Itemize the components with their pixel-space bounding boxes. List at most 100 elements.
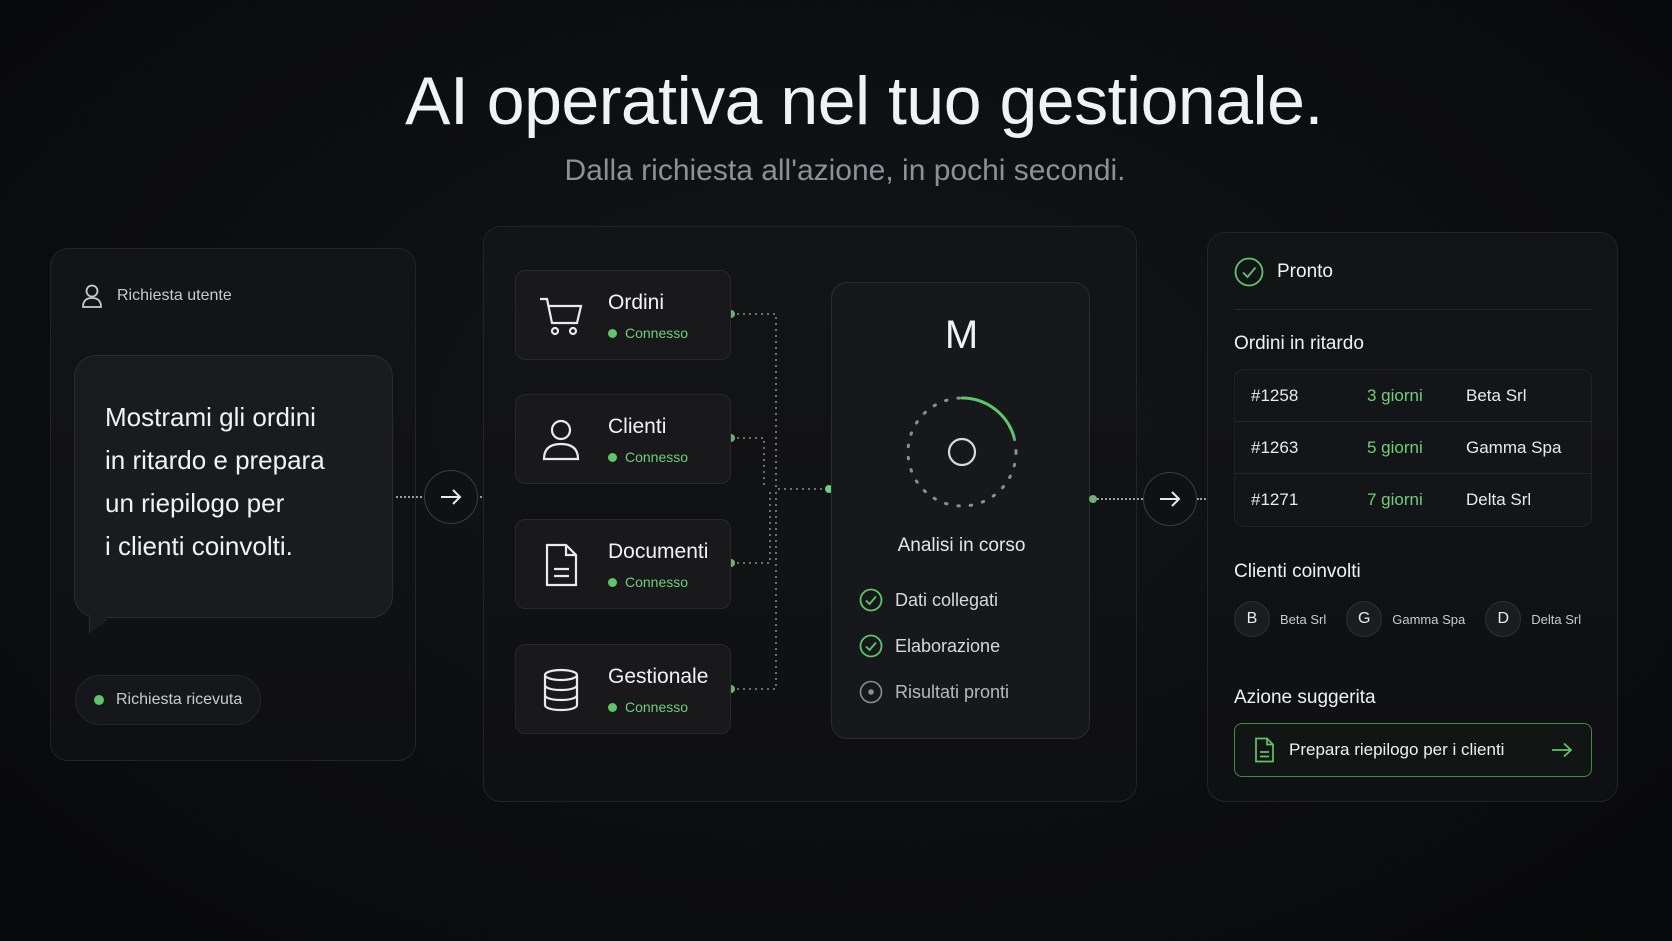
late-orders-table: #1258 3 giorni Beta Srl #1263 5 giorni G… — [1234, 369, 1592, 527]
avatar: G — [1346, 601, 1383, 637]
clients-title: Clienti coinvolti — [1234, 561, 1361, 582]
result-panel: Pronto Ordini in ritardo #1258 3 giorni … — [1207, 232, 1618, 802]
order-client: Beta Srl — [1466, 385, 1527, 405]
document-icon — [1255, 737, 1274, 763]
message-line: in ritardo e prepara — [105, 445, 325, 475]
page-title: AI operativa nel tuo gestionale. — [405, 63, 1323, 139]
link-dot — [727, 310, 735, 318]
link-dot — [727, 685, 735, 693]
message-line: Mostrami gli ordini — [105, 402, 316, 432]
order-client: Gamma Spa — [1466, 437, 1562, 457]
source-card-ordini[interactable]: Ordini Connesso — [515, 270, 731, 360]
client-name: Gamma Spa — [1392, 611, 1466, 627]
step-item: Dati collegati — [859, 588, 998, 612]
next-step-button[interactable] — [1143, 472, 1197, 526]
status-badge: Richiesta ricevuta — [75, 675, 262, 725]
step-item: Elaborazione — [859, 634, 1000, 658]
prepare-summary-button[interactable]: Prepara riepilogo per i clienti — [1234, 723, 1592, 777]
source-status-label: Connesso — [625, 574, 689, 590]
source-status-label: Connesso — [625, 325, 689, 341]
order-client: Delta Srl — [1466, 490, 1532, 509]
loading-spinner-icon — [906, 396, 1018, 508]
source-name: Gestionale — [608, 665, 709, 688]
status-dot-icon — [608, 702, 617, 712]
ai-engine-card: M Analisi in corso Dati collegati Elabor… — [831, 282, 1090, 739]
check-circle-icon — [859, 588, 883, 612]
order-id: #1263 — [1251, 437, 1299, 457]
status-dot-icon — [94, 695, 104, 705]
source-card-clienti[interactable]: Clienti Connesso — [515, 394, 731, 484]
check-circle-icon — [1234, 257, 1264, 287]
source-name: Ordini — [608, 291, 665, 314]
link-dot — [825, 485, 833, 493]
status-dot-icon — [608, 577, 617, 587]
message-line: un riepilogo per — [105, 488, 285, 518]
arrow-right-icon — [1552, 742, 1573, 758]
message-line: i clienti coinvolti. — [105, 531, 293, 561]
source-status-label: Connesso — [625, 449, 689, 465]
source-status-label: Connesso — [625, 699, 689, 715]
check-circle-icon — [859, 634, 883, 658]
order-delay: 5 giorni — [1367, 437, 1423, 457]
connector-line — [1097, 498, 1143, 500]
user-icon — [542, 419, 580, 461]
client-chip[interactable]: G Gamma Spa — [1346, 601, 1465, 637]
link-dot — [727, 559, 735, 567]
source-status: Connesso — [608, 699, 688, 715]
link-dot — [1089, 495, 1097, 503]
order-id: #1258 — [1251, 385, 1299, 405]
request-header: Richiesta utente — [81, 283, 232, 309]
orders-title: Ordini in ritardo — [1234, 333, 1364, 354]
request-panel: Richiesta utente Mostrami gli ordini in … — [50, 248, 416, 761]
ready-indicator: Pronto — [1234, 257, 1333, 287]
status-dot-icon — [608, 452, 617, 462]
user-icon — [82, 284, 102, 308]
step-label: Dati collegati — [895, 589, 999, 610]
source-name: Documenti — [608, 540, 709, 563]
clients-list: B Beta Srl G Gamma Spa D Delta Srl — [1234, 601, 1581, 637]
page-subtitle: Dalla richiesta all'azione, in pochi sec… — [564, 154, 1126, 187]
status-badge-label: Richiesta ricevuta — [116, 691, 243, 708]
step-item: Risultati pronti — [859, 680, 1009, 704]
step-label: Elaborazione — [895, 635, 1001, 656]
database-icon — [543, 668, 579, 712]
client-chip[interactable]: D Delta Srl — [1485, 601, 1581, 637]
action-title: Azione suggerita — [1234, 687, 1376, 708]
table-row[interactable]: #1263 5 giorni Gamma Spa — [1235, 422, 1591, 474]
status-dot-icon — [608, 328, 617, 338]
link-dot — [727, 434, 735, 442]
arrow-right-icon — [441, 489, 462, 505]
document-icon — [545, 543, 578, 587]
step-label: Risultati pronti — [895, 681, 1010, 702]
engine-status: Analisi in corso — [897, 535, 1026, 556]
divider — [1234, 309, 1591, 310]
arrow-right-icon — [1160, 491, 1181, 507]
source-status: Connesso — [608, 449, 688, 465]
client-name: Beta Srl — [1280, 611, 1327, 627]
client-chip[interactable]: B Beta Srl — [1234, 601, 1326, 637]
avatar: B — [1234, 601, 1270, 637]
engine-logo: M — [944, 313, 979, 357]
table-row[interactable]: #1271 7 giorni Delta Srl — [1235, 474, 1591, 526]
client-name: Delta Srl — [1531, 611, 1582, 627]
next-step-button[interactable] — [424, 470, 478, 524]
ready-label: Pronto — [1277, 261, 1333, 282]
source-connectors — [731, 313, 829, 690]
order-delay: 7 giorni — [1367, 490, 1423, 509]
integration-panel: Ordini Connesso Clienti Connesso Documen… — [483, 226, 1137, 802]
source-card-gestionale[interactable]: Gestionale Connesso — [515, 644, 731, 734]
avatar: D — [1485, 601, 1522, 637]
pending-circle-icon — [859, 680, 883, 704]
source-card-documenti[interactable]: Documenti Connesso — [515, 519, 731, 609]
source-name: Clienti — [608, 415, 667, 438]
order-delay: 3 giorni — [1367, 385, 1423, 405]
table-row[interactable]: #1258 3 giorni Beta Srl — [1235, 370, 1591, 422]
request-heading: Richiesta utente — [117, 287, 232, 304]
cart-icon — [540, 297, 583, 336]
request-message-bubble: Mostrami gli ordini in ritardo e prepara… — [74, 355, 393, 618]
source-status: Connesso — [608, 574, 688, 590]
action-label: Prepara riepilogo per i clienti — [1289, 740, 1505, 759]
order-id: #1271 — [1251, 490, 1299, 509]
source-status: Connesso — [608, 325, 688, 341]
connector-line — [396, 496, 426, 498]
